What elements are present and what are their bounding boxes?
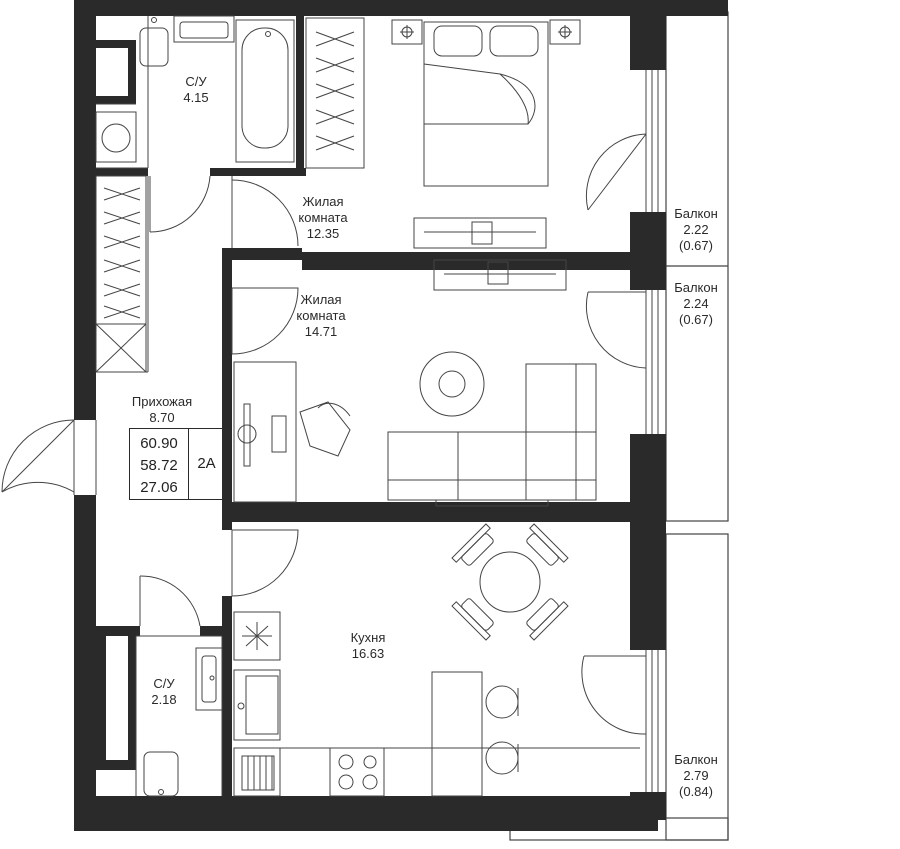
room-label-bath1: С/У 4.15 bbox=[166, 74, 226, 106]
living-total-area: 58.72 bbox=[140, 457, 178, 474]
bar-counter bbox=[431, 671, 483, 797]
room-name: Кухня bbox=[350, 630, 386, 645]
balcony-name: Балкон bbox=[674, 206, 718, 221]
balcony-reduced-area: (0.67) bbox=[679, 312, 713, 327]
room-name: комната bbox=[296, 308, 346, 323]
balcony-reduced-area: (0.84) bbox=[679, 784, 713, 799]
room-label-kitchen: Кухня 16.63 bbox=[332, 630, 404, 662]
room-name: Жилая bbox=[300, 292, 342, 307]
toilet-2 bbox=[143, 751, 179, 797]
dining-table bbox=[479, 551, 541, 613]
door-balcony2 bbox=[585, 291, 647, 369]
balcony-area: 2.22 bbox=[683, 222, 709, 237]
bathtub bbox=[235, 19, 295, 163]
balcony-area: 2.79 bbox=[683, 768, 709, 783]
bath1-fixtures bbox=[95, 15, 295, 163]
door-bath2 bbox=[139, 575, 201, 627]
room-name: С/У bbox=[185, 74, 207, 89]
wardrobes bbox=[95, 17, 365, 373]
door-bedroom bbox=[231, 179, 299, 248]
room-area: 4.15 bbox=[183, 90, 209, 105]
apartment-type: 2А bbox=[197, 455, 216, 472]
stove bbox=[329, 747, 385, 797]
balcony-name: Балкон bbox=[674, 752, 718, 767]
tv-stand-bedroom bbox=[413, 217, 547, 249]
wall-left-lower bbox=[74, 495, 96, 831]
kitchen-sink bbox=[233, 669, 281, 741]
door-living bbox=[231, 287, 299, 355]
balcony-label-3: Балкон 2.79 (0.84) bbox=[664, 752, 728, 800]
room-label-bath2: С/У 2.18 bbox=[136, 676, 192, 708]
windows bbox=[645, 70, 659, 792]
door-balcony3 bbox=[581, 655, 647, 735]
wall-right-top bbox=[630, 0, 666, 70]
room-name: комната bbox=[298, 210, 348, 225]
fridge bbox=[233, 611, 281, 661]
room-area: 12.35 bbox=[306, 226, 340, 241]
washer bbox=[95, 111, 137, 163]
area-summary-box: 60.90 58.72 27.06 2А bbox=[129, 428, 223, 500]
tv-stand-living bbox=[433, 259, 567, 291]
bedroom-furniture bbox=[391, 19, 581, 249]
room-label-hall: Прихожая 8.70 bbox=[122, 394, 202, 426]
room-name: С/У bbox=[153, 676, 175, 691]
room-area: 8.70 bbox=[149, 410, 175, 425]
room-area: 16.63 bbox=[351, 646, 385, 661]
balcony-label-1: Балкон 2.22 (0.67) bbox=[664, 206, 728, 254]
room-label-bedroom: Жилая комната 12.35 bbox=[284, 194, 362, 242]
bed bbox=[423, 21, 549, 187]
wall-top bbox=[74, 0, 728, 16]
toilet bbox=[139, 27, 169, 67]
sofa-back bbox=[525, 363, 597, 433]
rug bbox=[419, 351, 485, 417]
total-area: 60.90 bbox=[140, 435, 178, 452]
balcony-slabs bbox=[509, 11, 729, 841]
balcony-reduced-area: (0.67) bbox=[679, 238, 713, 253]
door-kitchen bbox=[231, 529, 299, 597]
room-area: 2.18 bbox=[151, 692, 177, 707]
sink bbox=[173, 15, 235, 43]
area-summary-values: 60.90 58.72 27.06 bbox=[130, 429, 189, 499]
room-area: 14.71 bbox=[304, 324, 338, 339]
room-name: Жилая bbox=[302, 194, 344, 209]
balcony-area: 2.24 bbox=[683, 296, 709, 311]
balcony-name: Балкон bbox=[674, 280, 718, 295]
walls bbox=[74, 0, 728, 831]
door-balcony1 bbox=[585, 133, 647, 211]
room-label-living: Жилая комната 14.71 bbox=[282, 292, 360, 340]
sink-2 bbox=[195, 647, 223, 711]
bath2-fixtures bbox=[143, 647, 223, 797]
door-bath1 bbox=[149, 175, 211, 233]
residential-area: 27.06 bbox=[140, 479, 178, 496]
wall-left-upper bbox=[74, 0, 96, 420]
kitchen-furniture bbox=[233, 523, 640, 797]
desk bbox=[233, 361, 297, 503]
living-furniture bbox=[233, 259, 597, 507]
room-name: Прихожая bbox=[131, 394, 193, 409]
wall-bottom bbox=[74, 796, 654, 831]
balcony-label-2: Балкон 2.24 (0.67) bbox=[664, 280, 728, 328]
doors bbox=[1, 133, 647, 735]
door-entrance bbox=[1, 419, 75, 493]
